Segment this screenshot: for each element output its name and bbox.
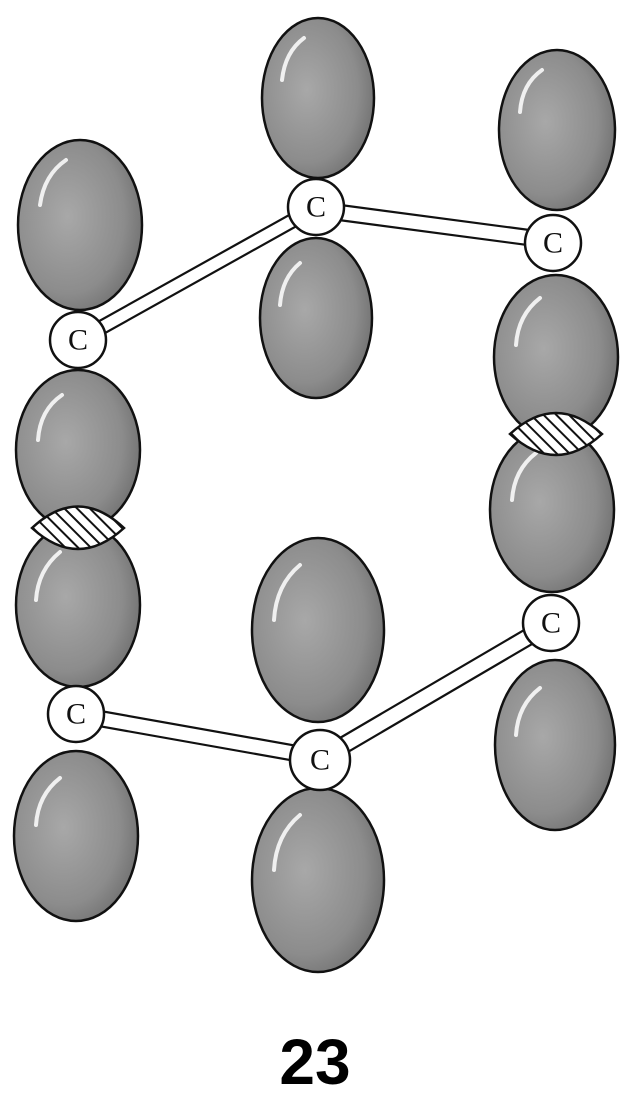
atom-label: C [68,324,88,357]
p-orbital-lobes [12,16,620,974]
orbital-lobe-c2-bottom [258,236,374,400]
orbital-lobe-c3-top [497,48,617,212]
atom-label: C [66,698,86,731]
orbital-lobe-c2-top [260,16,376,180]
orbital-lobe-c1-top [16,138,144,312]
bond-c4-c5 [74,705,322,767]
lobe-highlight [34,776,62,827]
carbon-atoms: C C C C C C [46,177,583,792]
atom-label: C [541,607,561,640]
orbital-lobe-c4-bottom [12,749,140,923]
figure-caption: 23 [279,1026,351,1098]
overlap-right [508,411,604,457]
orbital-lobe-c5-top [250,536,386,724]
carbon-atom-c6: C [521,593,581,653]
sigma-bonds [74,198,558,768]
carbon-atom-c3: C [523,213,583,273]
lobe-highlight [518,68,544,114]
lobe-highlight [36,393,64,442]
lobe-highlight [514,296,542,347]
overlap-left [30,505,126,551]
lobe-highlight [510,451,538,502]
atom-label: C [543,227,563,260]
lobe-highlight [272,813,302,872]
lobe-highlight [280,36,306,82]
carbon-atom-c1: C [48,310,108,370]
lobe-highlight [514,686,542,737]
lobe-highlight [38,158,68,207]
orbital-lobe-c5-bottom [250,786,386,974]
lobe-highlight [278,261,302,307]
atom-label: C [310,744,330,777]
carbon-atom-c5: C [288,728,352,792]
orbital-lobe-c6-bottom [493,658,617,832]
atom-label: C [306,191,326,224]
lobe-highlight [272,563,302,622]
bond-c2-c3 [314,200,554,250]
carbon-atom-c4: C [46,684,106,744]
carbon-atom-c2: C [286,177,346,237]
lobe-highlight [34,550,62,602]
orbital-overlaps [30,411,604,551]
